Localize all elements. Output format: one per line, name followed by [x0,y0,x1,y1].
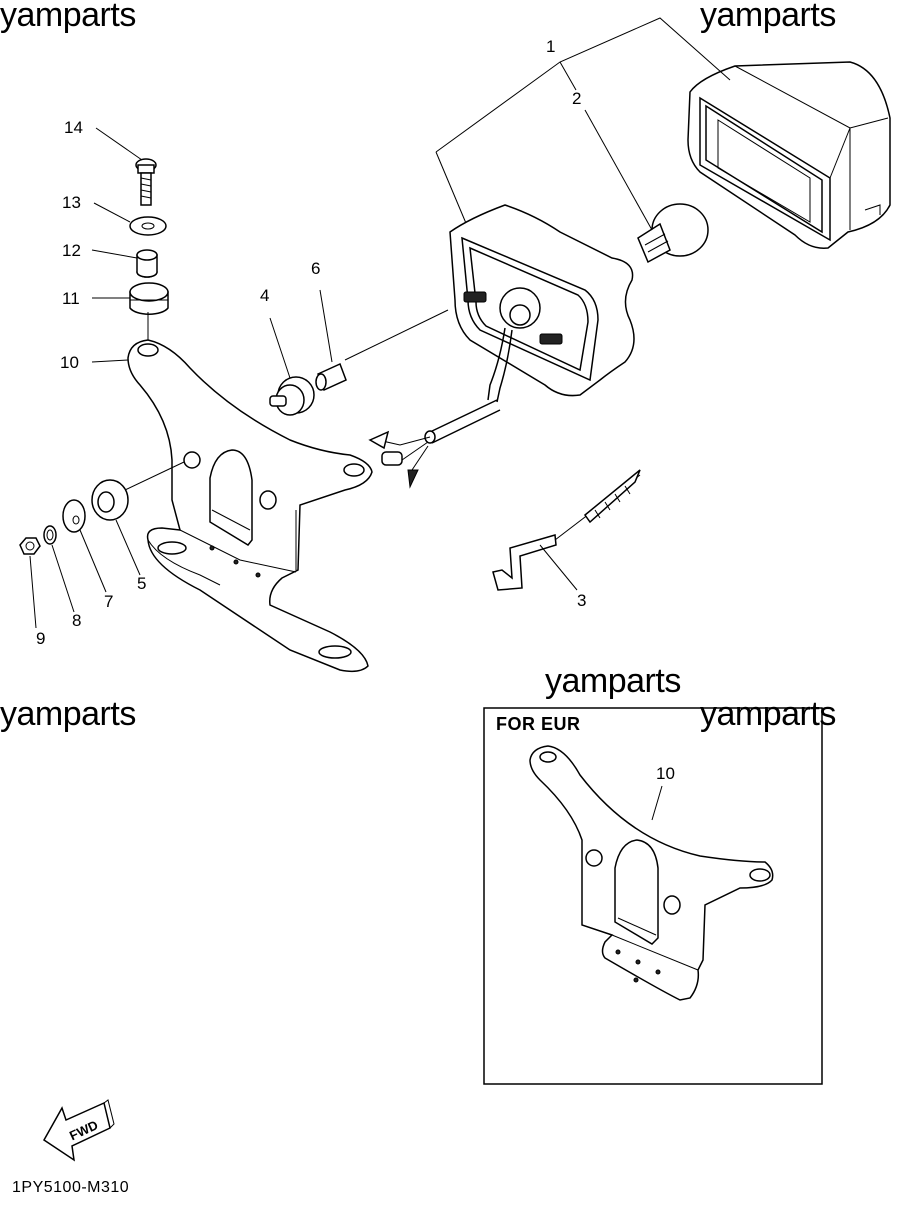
leader-10 [91,359,129,363]
leader-8 [51,544,75,613]
part-label-5: 5 [137,574,147,593]
washer-13 [129,216,167,236]
leader-1b [435,151,469,229]
collar [315,362,347,392]
part-label-13: 13 [62,193,81,212]
eur-bracket [529,745,774,1001]
leader-4 [269,317,291,379]
nut-9 [19,537,41,555]
tail-light-lens [687,61,891,249]
part-label-4: 4 [260,286,270,305]
part-label-2: 2 [572,89,582,108]
diagram-code: 1PY5100-M310 [12,1179,130,1196]
lock-washer-8 [43,525,57,545]
part-label-9: 9 [36,629,46,648]
bulb [637,203,709,264]
wire-harness [368,399,501,489]
leader-2 [584,109,653,231]
tail-light-housing [449,204,635,403]
washer-7 [62,499,86,533]
watermark-top-left: yamparts [0,0,136,34]
part-label-6: 6 [311,259,321,278]
inset-frame [483,707,823,1085]
stack-axis-lower [124,461,185,491]
watermark-middle-center: yamparts [545,662,681,700]
watermark-middle-right: yamparts [700,695,836,733]
part-label-1: 1 [546,37,556,56]
inset-title: FOR EUR [496,714,581,734]
leader-13 [93,202,131,223]
leader-9 [29,555,37,629]
spacer [136,249,158,278]
rubber-washer-5 [91,479,129,521]
cable-tie [492,469,641,591]
part-label-7: 7 [104,592,114,611]
leader-6 [319,289,333,363]
leader-1c [559,61,577,91]
part-label-3: 3 [577,591,587,610]
license-bracket [127,339,373,673]
leader-3 [539,544,578,591]
inset-leader-10 [651,785,663,821]
part-label-12: 12 [62,241,81,260]
leader-7 [79,529,107,593]
part-label-10: 10 [60,353,79,372]
leader-1 [435,17,731,153]
part-label-11: 11 [62,289,80,308]
bolt [135,158,157,206]
watermark-middle-left: yamparts [0,695,136,733]
leader-14 [95,127,143,161]
grommet-11 [129,282,169,315]
part-label-8: 8 [72,611,82,630]
leader-5 [115,519,141,576]
inset-part-label-10: 10 [656,764,675,783]
watermark-top-right: yamparts [700,0,836,34]
grommet [269,376,315,416]
part-label-14: 14 [64,118,83,137]
forward-arrow-icon: FWD [43,1099,115,1162]
leader-12 [91,249,138,259]
leader-grommet-line [344,309,449,361]
